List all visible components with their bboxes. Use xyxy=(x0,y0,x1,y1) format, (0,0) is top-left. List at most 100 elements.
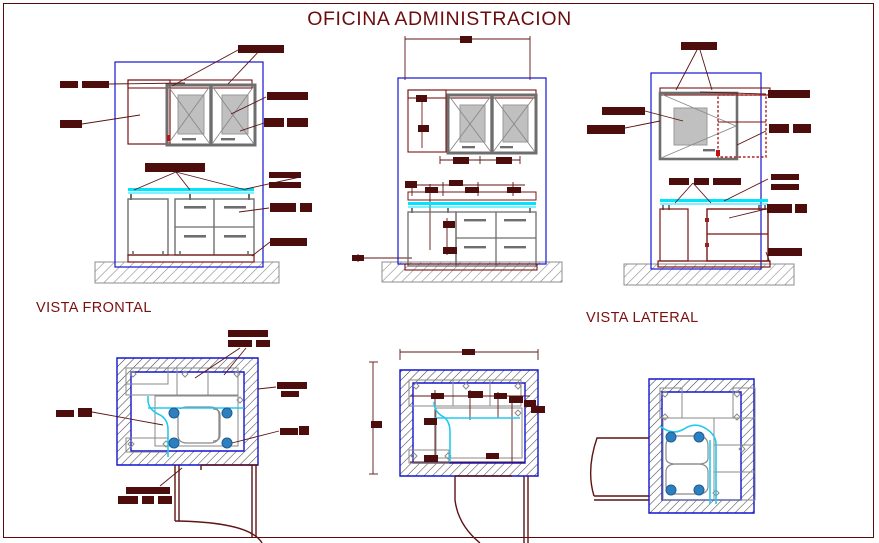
annotation-text-block xyxy=(795,204,807,213)
pipe-run xyxy=(433,401,520,462)
counter-top xyxy=(407,191,537,213)
annotation-text-block xyxy=(507,187,521,193)
annotation-text-block xyxy=(465,187,479,193)
lower-cabinet xyxy=(127,198,255,263)
annotation-text-block xyxy=(371,421,382,428)
drawing-plan-left xyxy=(91,347,280,543)
page-title: OFICINA ADMINISTRACION xyxy=(307,8,572,30)
annotation-text-block xyxy=(486,453,499,459)
annotation-text-block xyxy=(468,391,483,398)
annotation-text-block xyxy=(158,496,172,504)
ground-hatch xyxy=(94,261,280,284)
annotation-text-block xyxy=(256,340,270,347)
fixture-markers xyxy=(665,431,705,496)
annotation-text-block xyxy=(425,187,438,193)
door-swing xyxy=(454,475,529,543)
ground-hatch xyxy=(381,261,563,283)
annotation-text-block xyxy=(424,418,437,425)
annotation-text-block xyxy=(431,393,444,399)
annotation-text-block xyxy=(418,125,429,132)
door-swing-right xyxy=(251,465,257,538)
annotation-text-block xyxy=(352,255,364,261)
outer-outline xyxy=(114,61,264,268)
annotation-text-block xyxy=(267,92,308,100)
pipe-run xyxy=(147,396,244,457)
annotation-text-block xyxy=(270,203,296,212)
annotation-text-block xyxy=(405,181,417,188)
lower-cabinet xyxy=(404,211,538,271)
annotation-text-block xyxy=(602,107,645,115)
annotation-text-block xyxy=(287,118,308,127)
drawing-plan-middle xyxy=(369,349,539,543)
upper-window-assembly xyxy=(658,87,771,161)
hatched-walls xyxy=(399,369,539,477)
annotation-text-block xyxy=(587,125,625,134)
annotation-text-block xyxy=(669,178,689,185)
door-swing xyxy=(174,464,263,543)
annotation-text-block xyxy=(126,487,170,494)
annotation-text-block xyxy=(269,172,301,178)
annotation-text-block xyxy=(145,163,205,172)
interior-furniture xyxy=(659,387,756,501)
annotation-text-block xyxy=(228,330,268,337)
drawing-elevation-side xyxy=(623,49,795,286)
leader-lines xyxy=(91,347,280,487)
annotation-text-block xyxy=(694,178,709,185)
interior-furniture xyxy=(125,367,244,453)
annotation-text-block xyxy=(531,406,545,413)
fixture-markers xyxy=(168,407,233,449)
annotation-text-block xyxy=(56,410,74,417)
annotation-text-block xyxy=(269,182,301,188)
annotation-text-block xyxy=(424,455,438,462)
annotation-text-block xyxy=(142,496,154,504)
drawing-plan-right xyxy=(589,378,756,514)
annotation-text-block xyxy=(300,203,312,212)
annotation-text-block xyxy=(771,184,799,190)
annotation-text-block xyxy=(228,340,252,347)
annotation-text-block xyxy=(270,238,307,246)
annotation-text-block xyxy=(768,90,810,98)
annotation-text-block xyxy=(453,157,469,164)
annotation-text-block xyxy=(238,45,284,53)
view-label-vista-frontal: VISTA FRONTAL xyxy=(36,300,152,316)
annotation-text-block xyxy=(462,349,475,355)
upper-window-assembly xyxy=(407,89,538,155)
annotation-text-block xyxy=(793,124,811,133)
annotation-text-block xyxy=(681,42,717,50)
dimension-lines xyxy=(357,36,531,262)
leader-lines xyxy=(624,49,771,264)
annotation-text-block xyxy=(771,174,799,180)
view-label-vista-lateral: VISTA LATERAL xyxy=(586,310,699,326)
annotation-text-block xyxy=(443,221,455,228)
annotation-text-block xyxy=(82,81,109,88)
counter-top xyxy=(128,188,254,200)
drawing-elevation-front xyxy=(81,47,301,284)
annotation-text-block xyxy=(496,157,512,164)
annotation-text-block xyxy=(60,81,78,88)
annotation-text-block xyxy=(264,118,284,127)
annotation-text-block xyxy=(460,36,472,43)
annotation-text-block xyxy=(768,248,802,256)
annotation-text-block xyxy=(449,180,463,186)
annotation-text-block xyxy=(713,178,741,185)
annotation-text-block xyxy=(277,382,307,389)
upper-window-assembly xyxy=(127,79,257,147)
door-swing xyxy=(589,437,649,501)
annotation-text-block xyxy=(281,391,299,397)
annotation-text-block xyxy=(299,426,309,435)
drawing-elevation-middle xyxy=(357,36,563,283)
outer-outline xyxy=(650,72,762,270)
annotation-text-block xyxy=(78,408,92,417)
leader-lines xyxy=(81,47,301,257)
annotation-text-block xyxy=(494,393,507,399)
annotation-text-block xyxy=(509,396,523,403)
annotation-text-block xyxy=(280,428,298,435)
annotation-text-block xyxy=(524,400,536,407)
annotation-text-block xyxy=(60,120,82,128)
annotation-text-block xyxy=(118,496,138,504)
annotation-text-block xyxy=(443,247,457,254)
annotation-text-block xyxy=(769,124,789,133)
lower-cabinet xyxy=(657,208,771,268)
